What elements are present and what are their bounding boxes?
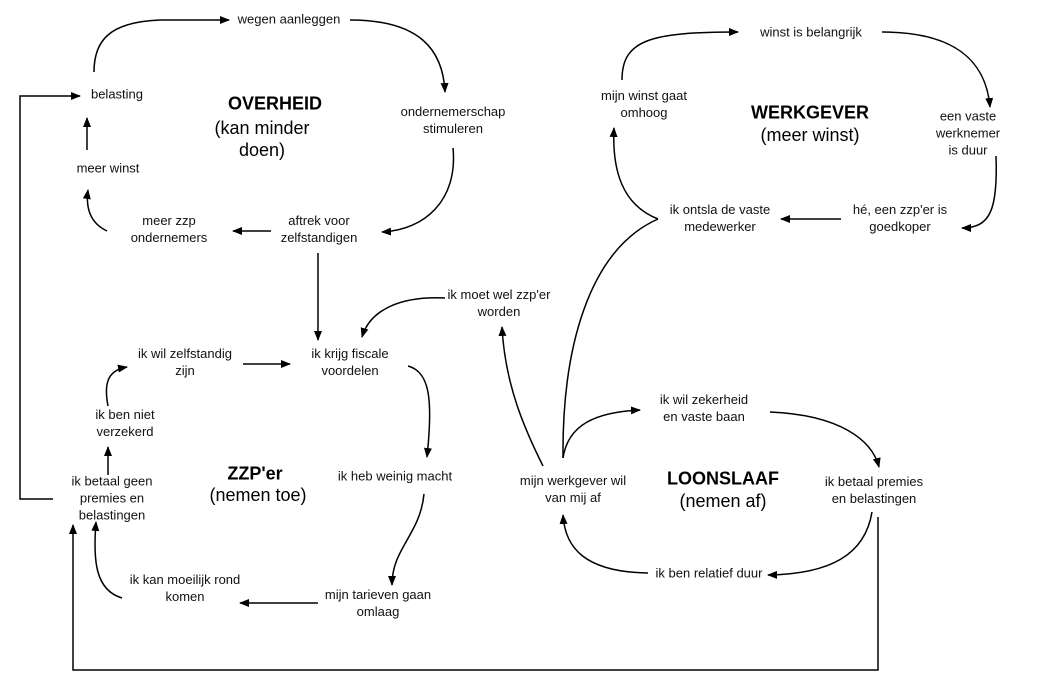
- arrow-werkgeveraf-to-zekerheid: [562, 406, 641, 459]
- arrow-vasteduur-to-zzpergoedkoper: [961, 155, 998, 232]
- node-ontsla-vaste-medewerker: ik ontsla de vaste medewerker: [669, 202, 771, 234]
- arrow-premies-to-geenpremies: [69, 517, 879, 671]
- arrow-nietverzekerd-to-wilzelfstandig: [105, 364, 128, 407]
- node-moet-zzper-worden: ik moet wel zzp'er worden: [447, 287, 551, 319]
- node-moeilijk-rond-komen: ik kan moeilijk rond komen: [129, 572, 241, 604]
- node-belasting: belasting: [90, 86, 144, 102]
- arrow-relatiefduur-to-werkgeveraf: [559, 514, 649, 574]
- group-subtitle-zzper: (nemen toe): [209, 485, 307, 505]
- node-wil-zelfstandig-zijn: ik wil zelfstandig zijn: [138, 346, 232, 378]
- node-premies-en-belastingen: ik betaal premies en belastingen: [824, 474, 924, 506]
- node-meer-winst: meer winst: [76, 160, 140, 176]
- node-ondernemerschap-stimuleren: ondernemerschap stimuleren: [400, 104, 506, 136]
- node-winst-is-belangrijk: winst is belangrijk: [760, 24, 862, 40]
- node-tarieven-omlaag: mijn tarieven gaan omlaag: [324, 587, 432, 619]
- arrow-premies-to-relatiefduur: [767, 511, 873, 579]
- arrow-winstbelangrijk-to-vasteduur: [881, 31, 994, 108]
- node-zzper-goedkoper: hé, een zzp'er is goedkoper: [852, 202, 948, 234]
- arrow-ontsla-to-winstomhoog: [609, 127, 659, 220]
- node-werkgever-wil-van-mij-af: mijn werkgever wil van mij af: [519, 473, 627, 505]
- arrow-winstomhoog-to-winstbelangrijk: [621, 28, 739, 81]
- arrow-moeilijk-to-geenpremies: [91, 521, 123, 599]
- group-title-zzper: ZZP'er: [227, 463, 283, 484]
- node-fiscale-voordelen: ik krijg fiscale voordelen: [311, 346, 389, 378]
- arrow-weinigmacht-to-tarieven: [388, 493, 425, 586]
- group-title-overheid: OVERHEID: [227, 93, 323, 114]
- node-relatief-duur: ik ben relatief duur: [655, 565, 763, 581]
- node-niet-verzekerd: ik ben niet verzekerd: [95, 407, 155, 439]
- group-title-loonslaaf: LOONSLAAF: [667, 468, 779, 489]
- group-subtitle-overheid: (kan minder doen): [214, 118, 310, 160]
- group-subtitle-werkgever: (meer winst): [760, 125, 860, 145]
- arrow-werkgeveraf-to-moetzzp: [498, 326, 544, 467]
- arrow-moetzzp-to-fiscale: [360, 297, 446, 338]
- arrow-fiscale-to-weinigmacht: [407, 365, 432, 458]
- arrow-wegen-to-ondernemerschap: [349, 19, 449, 93]
- arrow-meerzzp-to-meerwinst: [82, 189, 108, 232]
- node-vaste-werknemer-duur: een vaste werknemer is duur: [935, 108, 1001, 158]
- node-zekerheid-vaste-baan: ik wil zekerheid en vaste baan: [659, 392, 749, 424]
- node-weinig-macht: ik heb weinig macht: [337, 468, 453, 484]
- node-wegen-aanleggen: wegen aanleggen: [237, 11, 341, 27]
- group-title-werkgever: WERKGEVER: [750, 102, 870, 123]
- arrow-ontsla-to-werkgeveraf: [562, 218, 659, 459]
- group-subtitle-loonslaaf: (nemen af): [679, 491, 767, 511]
- arrow-belasting-to-wegen: [93, 16, 230, 73]
- arrow-geenpremies-to-belasting: [19, 92, 81, 500]
- node-aftrek-voor-zelfstandigen: aftrek voor zelfstandigen: [280, 213, 358, 245]
- arrow-ondernemerschap-to-aftrek: [381, 147, 455, 236]
- node-meer-zzp-ondernemers: meer zzp ondernemers: [130, 213, 208, 245]
- node-geen-premies: ik betaal geen premies en belastingen: [71, 473, 153, 523]
- node-mijn-winst-gaat-omhoog: mijn winst gaat omhoog: [601, 88, 687, 120]
- arrow-zekerheid-to-premies: [769, 411, 881, 468]
